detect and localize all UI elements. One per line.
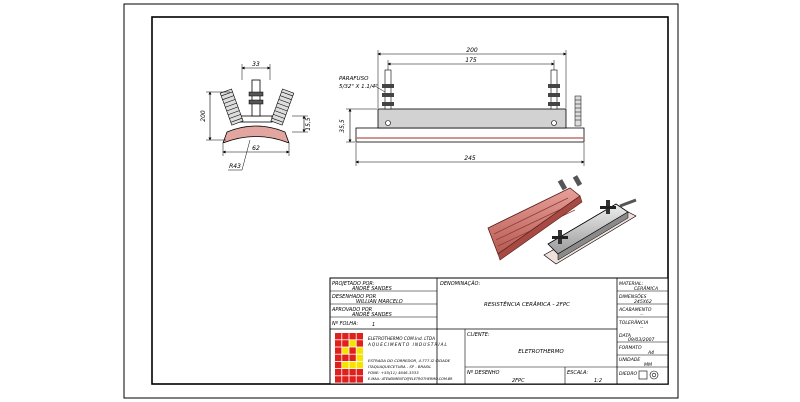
logo-cell: [342, 333, 349, 340]
projection-symbol-icon: [638, 370, 659, 380]
projection-label: DIEDRO: [619, 371, 638, 377]
drawing-no-label: Nº DESENHO: [467, 370, 500, 376]
designation-value: RESISTÊNCIA CERÂMICA - 2FPC: [484, 300, 570, 308]
dim-front-175: 175: [465, 57, 477, 64]
finish-label: ACABAMENTO: [618, 307, 652, 313]
logo-cell: [342, 354, 349, 361]
logo-cell: [335, 347, 342, 354]
approved-by-label: APROVADO POR: [331, 307, 372, 313]
tolerance-label: TOLERÂNCIA: [619, 319, 648, 326]
screw-label-2: 5/32" X 1.1/4": [339, 84, 378, 90]
scale-label: ESCALA:: [567, 370, 589, 376]
logo-cell: [356, 354, 363, 361]
iso-metal-top: [543, 198, 637, 265]
logo-cell: [342, 361, 349, 369]
date-label: DATA: [619, 333, 631, 339]
company-tagline: AQUECIMENTO INDUSTRIAL: [367, 342, 448, 347]
dim-front-200: 200: [466, 47, 478, 54]
logo-cell: [335, 376, 342, 383]
drawn-by-label: DESENHADO POR: [332, 294, 376, 300]
dimensions-label: DIMENSÕES: [619, 293, 647, 300]
unit-label: UNIDADE: [619, 357, 640, 363]
logo-cell: [349, 376, 356, 383]
logo-cell: [356, 340, 363, 347]
dim-side-33: 33: [252, 61, 260, 68]
logo-cell: [349, 369, 356, 376]
scale-value: 1:2: [594, 378, 602, 384]
sheet-no-label: Nº FOLHA:: [332, 321, 359, 327]
dim-side-62: 62: [252, 145, 260, 152]
finish-value: --: [640, 313, 644, 318]
unit-value: MM: [644, 362, 652, 368]
dimensions-value: 245X62: [634, 299, 652, 305]
tolerance-value: --: [640, 326, 644, 331]
format-value: A4: [647, 350, 654, 356]
drawing-no-value: 2FPC: [512, 378, 525, 384]
iso-ceramic-front: [487, 175, 583, 261]
sheet-no-value: 1: [372, 322, 375, 328]
dim-front-245: 245: [464, 155, 476, 162]
logo-cell: [349, 333, 356, 340]
isometric-views: [487, 175, 637, 265]
logo-cell: [342, 376, 349, 383]
logo-cell: [342, 369, 349, 376]
logo-cell: [349, 361, 356, 369]
dim-front-35-5: 35,5: [339, 119, 346, 133]
drawn-by-value: WILLIAN MARCELO: [356, 299, 403, 305]
designation-label: DENOMINAÇÃO:: [440, 280, 481, 287]
logo-cell: [349, 354, 356, 361]
dim-side-r43: R43: [229, 163, 241, 170]
dim-side-15-5: 15,5: [305, 117, 312, 131]
client-value: ELETROTHERMO: [518, 349, 564, 355]
projected-by-label: PROJETADO POR:: [332, 281, 375, 287]
company-address-1: ESTRADA DO CORREDOR, 4.777-I2 CIDADE: [368, 358, 451, 363]
logo-cell: [356, 333, 363, 340]
logo-cell: [356, 347, 363, 354]
material-value: CERÂMICA: [634, 285, 658, 292]
company-logo-icon: [335, 333, 363, 383]
logo-cell: [342, 340, 349, 347]
company-email: E-MAIL: ATENDIMENTO@ELETROTHERMO.COM.BR: [368, 377, 453, 381]
format-label: FORMATO: [619, 345, 642, 351]
material-label: MATERIAL:: [619, 281, 644, 287]
company-name: ELETROTHERMO COM.Ind. LTDA: [368, 336, 435, 341]
date-value: 09/03/2007: [628, 337, 655, 343]
logo-cell: [342, 347, 349, 354]
client-label: CLIENTE:: [467, 332, 490, 338]
logo-cell: [349, 347, 356, 354]
company-phone: FONE: +55(11) 4646-3333: [368, 370, 419, 375]
logo-cell: [335, 369, 342, 376]
logo-cell: [356, 369, 363, 376]
company-address-2: ITAQUAQUECETUBA - SP - BRASIL: [368, 364, 431, 369]
logo-cell: [335, 354, 342, 361]
logo-cell: [335, 333, 342, 340]
front-view: PARAFUSO 5/32" X 1.1/4" 200 175 35,5 245: [339, 47, 585, 166]
logo-cell: [335, 340, 342, 347]
side-view: 33 200 15,5 62 R43: [200, 61, 312, 171]
approved-by-value: ANDRÉ SANDES: [351, 310, 393, 318]
title-block: PROJETADO POR: ANDRÉ SANDES DESENHADO PO…: [329, 277, 669, 385]
logo-cell: [349, 340, 356, 347]
screw-label-1: PARAFUSO: [339, 76, 369, 82]
dim-side-200: 200: [200, 110, 207, 122]
logo-cell: [356, 361, 363, 369]
logo-cell: [356, 376, 363, 383]
logo-cell: [335, 361, 342, 369]
projected-by-value: ANDRÉ SANDES: [351, 284, 393, 292]
